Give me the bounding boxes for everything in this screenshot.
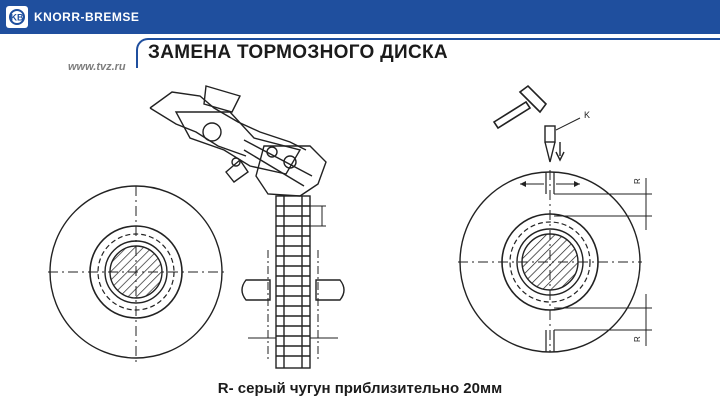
hammer-icon	[492, 84, 548, 130]
svg-text:KB: KB	[11, 13, 24, 23]
r-label-top: R	[633, 178, 642, 184]
left-disc	[48, 185, 224, 362]
page-title: ЗАМЕНА ТОРМОЗНОГО ДИСКА	[148, 42, 448, 63]
website-label: www.tvz.ru	[68, 61, 126, 73]
disc-section	[241, 195, 345, 369]
caption-text: R- серый чугун приблизительно 20мм	[217, 380, 503, 397]
brand-logo: KB KNORR-BREMSE	[6, 6, 139, 28]
r-label-bottom: R	[633, 336, 642, 342]
header-bar: KB KNORR-BREMSE	[0, 0, 720, 34]
knorr-bremse-logo-icon: KB	[6, 6, 28, 28]
right-disc	[458, 170, 642, 353]
title-frame	[136, 38, 720, 68]
punch-tool	[544, 117, 581, 163]
k-label: K	[584, 110, 590, 120]
dimension-lines	[554, 178, 652, 346]
brand-name: KNORR-BREMSE	[34, 10, 140, 24]
caliper-tool	[149, 85, 327, 197]
